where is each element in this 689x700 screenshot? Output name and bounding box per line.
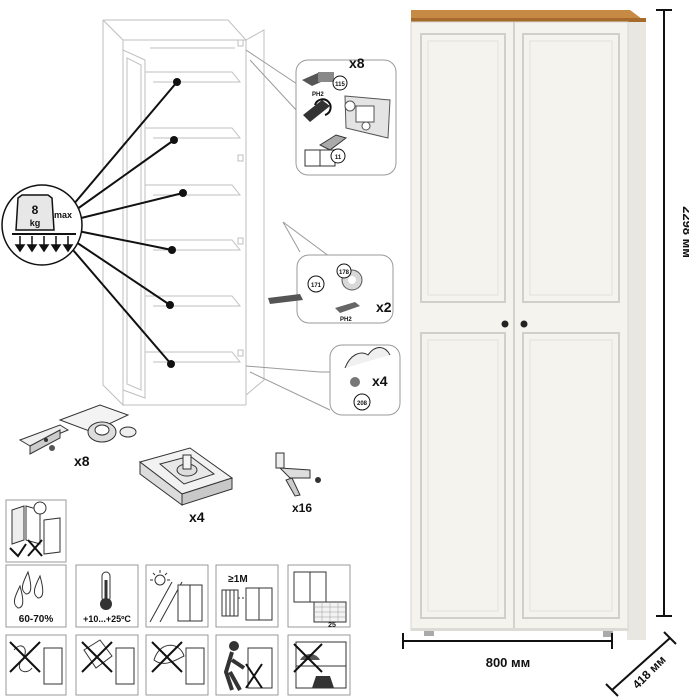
dowel-detail: 171 178 PH2 (268, 254, 394, 324)
ph2-label: PH2 (312, 92, 324, 98)
load-value: 8 (32, 203, 39, 217)
hinge-screw-detail: PH2 115 11 (295, 59, 397, 176)
cabinet-wireframe (102, 19, 265, 407)
hinge-icon (18, 404, 137, 455)
ph2-label-2: PH2 (340, 317, 352, 323)
qty-handle-screws: x4 (372, 373, 388, 389)
qty-dowels: x2 (376, 299, 392, 315)
height-label: 2298 мм (680, 206, 689, 258)
care-icons: 60-70% +10...+25ºC ≥1M 25 (5, 499, 351, 696)
qty-shelf-pins: x16 (292, 501, 312, 515)
ref-208: 208 (357, 401, 368, 407)
ref-171: 171 (311, 283, 322, 289)
humidity-label: 60-70% (19, 614, 54, 625)
height-dimension (656, 9, 672, 617)
width-label: 800 мм (486, 655, 531, 670)
ref-178: 178 (339, 270, 350, 276)
depth-label: 418 мм (630, 653, 669, 692)
right-handle-icon (520, 320, 528, 328)
days-label: 25 (328, 622, 336, 629)
load-lines (72, 81, 184, 365)
handle-detail: 208 (329, 344, 401, 416)
qty-hinge-screws: x8 (349, 55, 365, 71)
qty-feet: x4 (189, 509, 205, 525)
qty-hinges: x8 (74, 453, 90, 469)
distance-label: ≥1M (228, 574, 247, 585)
load-unit: kg (30, 218, 41, 228)
foot-icon (138, 447, 234, 506)
temperature-label: +10...+25ºC (83, 614, 131, 624)
wardrobe-render (410, 10, 646, 640)
left-handle-icon (501, 320, 509, 328)
ref-11: 11 (335, 155, 342, 161)
depth-dimension (605, 631, 677, 697)
ref-115: 115 (335, 82, 345, 88)
width-dimension (402, 633, 613, 649)
weight-icon: 8 kg max (1, 184, 83, 266)
load-qualifier: max (54, 210, 72, 220)
shelf-pin-icon (275, 452, 321, 497)
